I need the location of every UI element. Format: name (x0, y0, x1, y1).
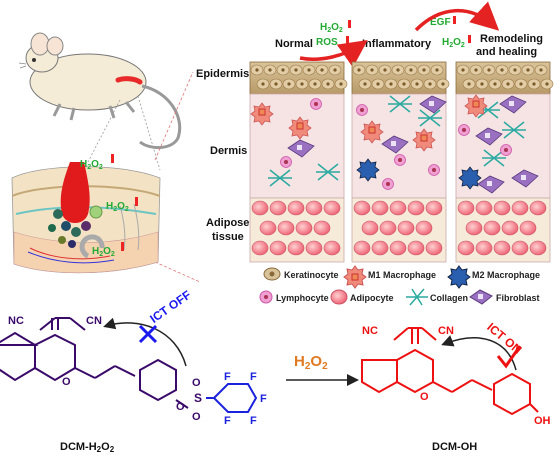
structure-dcm-h2o2 (0, 317, 189, 409)
svg-text:Lymphocyte: Lymphocyte (276, 293, 329, 303)
skin-h2o2-label-mid: H2O2 (106, 197, 138, 213)
svg-text:Adipocyte: Adipocyte (350, 293, 394, 303)
layer-epidermis: Epidermis (196, 68, 249, 80)
zoom-line (154, 71, 194, 161)
panel-remodeling (455, 61, 554, 263)
structure-dcm-oh (361, 327, 539, 416)
stage-normal: Normal (275, 38, 313, 50)
legend-m1: M1 Macrophage (343, 265, 436, 289)
legend-fibroblast: Fibroblast (469, 289, 540, 305)
fluorine-1: F (224, 371, 231, 383)
nc-group: NC (8, 315, 24, 327)
ict-on-arrow (441, 335, 517, 371)
panel-normal (249, 61, 348, 263)
svg-text:ROS: ROS (316, 37, 338, 48)
zoom-line (154, 261, 201, 283)
skin-h2o2-label-top: H2O2 (80, 154, 114, 171)
cn-group: CN (86, 315, 102, 327)
stage-arrow-normal-to-inflammatory (299, 39, 368, 68)
fluorine-3: F (260, 393, 267, 405)
mouse-illustration (18, 32, 182, 149)
ict-off-cross-icon (138, 324, 158, 344)
ict-on-label: ICT ON (484, 320, 524, 357)
panel-inflammatory (351, 61, 450, 263)
pyran-oxygen: O (62, 376, 71, 388)
legend: Keratinocyte M1 Macrophage M2 Macrophage… (259, 265, 540, 306)
ict-off-arrow (103, 317, 187, 367)
svg-text:M2 Macrophage: M2 Macrophage (472, 270, 540, 280)
svg-text:H2O2: H2O2 (320, 22, 343, 34)
sulfur-atom: S (194, 391, 202, 405)
pyran-oxygen-product: O (420, 391, 429, 403)
sulfonyl-oxygen-bottom: O (192, 411, 201, 423)
svg-text:Fibroblast: Fibroblast (496, 293, 540, 303)
tissue-panels (249, 61, 554, 263)
legend-adipocyte: Adipocyte (330, 289, 394, 305)
fluorine-2: F (250, 371, 257, 383)
svg-text:H2O2: H2O2 (442, 37, 465, 49)
stage-remodeling-line2: and healing (476, 46, 537, 58)
fluorine-4: F (250, 415, 257, 427)
ether-oxygen: O (176, 401, 185, 413)
legend-m2: M2 Macrophage (447, 265, 540, 289)
layer-dermis: Dermis (210, 145, 247, 157)
fluorine-5: F (224, 415, 231, 427)
ict-off-label: ICT OFF (147, 288, 193, 326)
hydroxyl-group: OH (534, 415, 551, 427)
svg-text:EGF: EGF (430, 17, 451, 28)
svg-text:Collagen: Collagen (430, 293, 468, 303)
skin-h2o2-label-low: H2O2 (92, 242, 124, 258)
svg-text:M1 Macrophage: M1 Macrophage (368, 270, 436, 280)
pentafluorophenyl (206, 383, 258, 413)
product-name: DCM-OH (432, 441, 477, 453)
sulfonyl-oxygen-top: O (192, 377, 201, 389)
probe-name: DCM-H2O2 (60, 441, 115, 454)
svg-text:H2O2: H2O2 (80, 159, 103, 171)
zoom-line (137, 95, 161, 171)
legend-lymphocyte: Lymphocyte (259, 290, 329, 304)
svg-text:H2O2: H2O2 (106, 201, 129, 213)
legend-keratinocyte: Keratinocyte (263, 267, 339, 281)
svg-text:H2O2: H2O2 (92, 246, 115, 258)
ict-on-check-icon (496, 345, 522, 369)
svg-text:Keratinocyte: Keratinocyte (284, 270, 339, 280)
nc-group-product: NC (362, 325, 378, 337)
reagent-h2o2: H2O2 (294, 353, 328, 372)
stage-arrow-inflammatory-to-remodeling (414, 1, 500, 32)
legend-collagen: Collagen (406, 288, 468, 306)
stage-remodeling-line1: Remodeling (480, 33, 543, 45)
skin-block (11, 162, 161, 274)
stage-inflammatory: Inflammatory (362, 38, 432, 50)
layer-adipose-line2: tissue (212, 231, 244, 243)
signal-egf-h2o2: EGF H2O2 (430, 16, 471, 49)
layer-adipose-line1: Adipose (206, 217, 249, 229)
cn-group-product: CN (438, 325, 454, 337)
signal-h2o2-ros: H2O2 ROS (316, 20, 351, 48)
